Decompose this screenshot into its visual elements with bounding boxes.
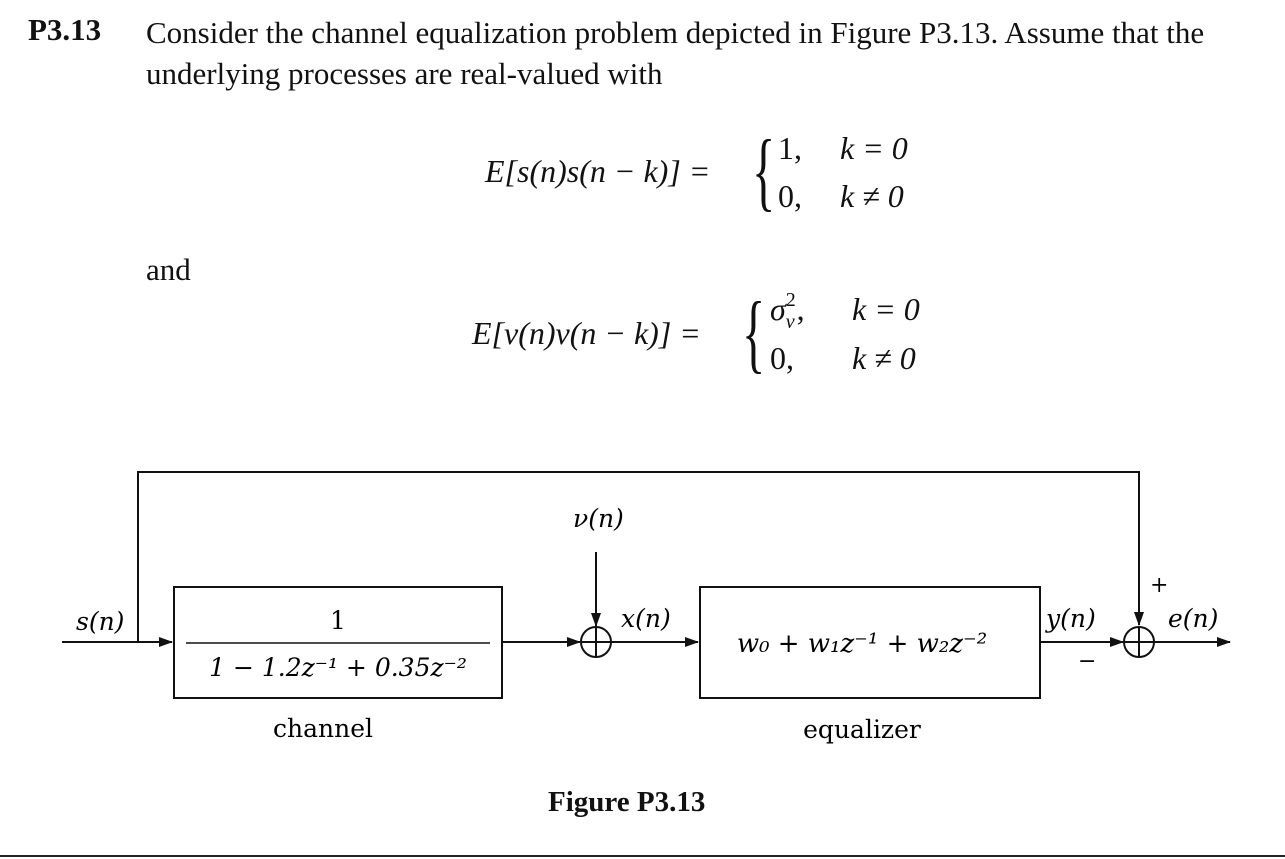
figure-caption: Figure P3.13 (548, 786, 706, 818)
equation1-brace: { (752, 123, 776, 220)
noise-label: ν(n) (573, 504, 624, 533)
x-label: x(n) (621, 604, 671, 633)
input-label: s(n) (76, 607, 124, 636)
y-label: y(n) (1045, 604, 1096, 633)
equation2-case2-condition: k ≠ 0 (852, 340, 916, 376)
plus-sign: + (1150, 573, 1168, 598)
equation2-lhs: E[ν(n)ν(n − k)] = (472, 315, 701, 351)
sigma-symbol: σ (770, 291, 786, 327)
equation2-case2-value: 0, (770, 340, 794, 376)
connector-and: and (146, 252, 191, 287)
channel-denominator: 1 − 1.2z⁻¹ + 0.35z⁻² (209, 653, 467, 682)
channel-label: channel (273, 714, 373, 743)
equalizer-label: equalizer (803, 715, 921, 744)
equation2-case1-condition: k = 0 (852, 291, 920, 327)
minus-sign: − (1078, 649, 1096, 674)
equation2-brace: { (742, 285, 766, 382)
equation1-case2-value: 0, (778, 178, 802, 214)
equation1-case2-condition: k ≠ 0 (840, 178, 904, 214)
reference-path (137, 471, 1144, 642)
bottom-rule (0, 855, 1285, 857)
sigma-subscript: ν (785, 311, 795, 333)
equalizer-expression: w₀ + w₁z⁻¹ + w₂z⁻² (737, 629, 987, 659)
sigma-comma: , (796, 291, 805, 327)
equation2-case1-value: σ2ν, (770, 289, 813, 333)
channel-numerator: 1 (330, 606, 346, 635)
e-label: e(n) (1168, 604, 1218, 633)
equation1-case1-condition: k = 0 (840, 130, 908, 166)
problem-number: P3.13 (28, 12, 102, 47)
problem-text: Consider the channel equalization proble… (146, 15, 1205, 91)
equation1-case1-value: 1, (778, 130, 802, 166)
equation1-lhs: E[s(n)s(n − k)] = (485, 153, 711, 189)
sigma-superscript: 2 (785, 289, 796, 311)
